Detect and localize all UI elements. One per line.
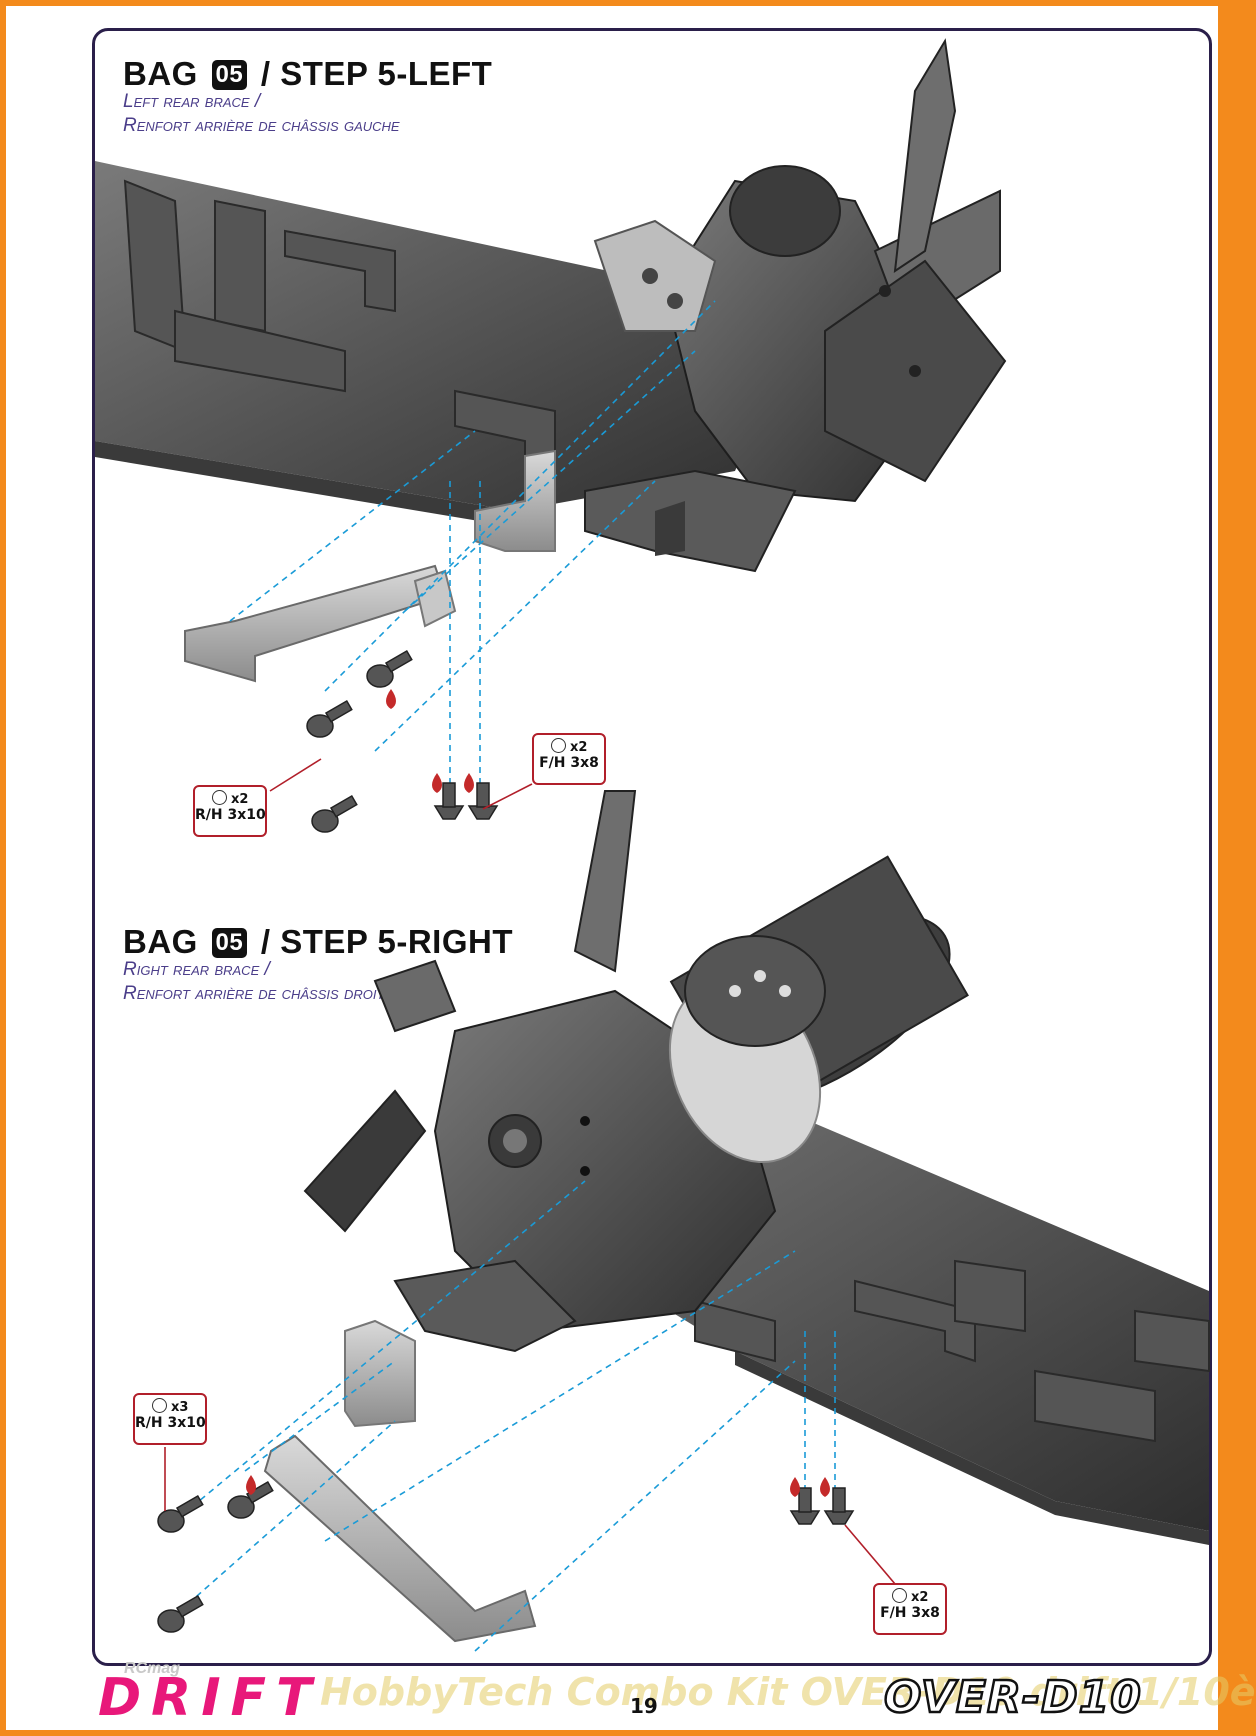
hardware-badge-fh-right: x2 F/H 3x8 (873, 1583, 947, 1635)
hardware-badge-rh-right: x3 R/H 3x10 (133, 1393, 207, 1445)
badge-spec: R/H 3x10 (195, 807, 266, 823)
rear-brace-left (184, 449, 556, 683)
step-right-subtitle-en: Right rear brace / (123, 959, 270, 980)
chassis-plate-left (95, 161, 795, 527)
guide-lines-right (174, 1180, 836, 1652)
threadlock-drops-left (386, 689, 474, 793)
content-frame: BAG 05 / STEP 5-LEFT Left rear brace / R… (92, 28, 1212, 1666)
bag-number-badge: 05 (211, 928, 248, 958)
site-watermark: HobbyTech Combo Kit OVER-D10 drift 1/10è (320, 1670, 1256, 1714)
badge-leaders-left (269, 758, 533, 810)
step-left-subtitle-en: Left rear brace / (123, 91, 261, 112)
hardware-badge-fh-left: x2 F/H 3x8 (532, 733, 606, 785)
step-left-title: BAG 05 / STEP 5-LEFT (123, 55, 492, 93)
chassis-posts-right (694, 1259, 1210, 1443)
bag-label: BAG (123, 55, 198, 92)
bag-label: BAG (123, 923, 198, 960)
screws-left (306, 649, 499, 833)
badge-spec: R/H 3x10 (135, 1415, 206, 1431)
hardware-badge-rh-left: x2 R/H 3x10 (193, 785, 267, 837)
gearbox-left (584, 38, 1007, 573)
badge-leaders-right (164, 1447, 902, 1592)
bag-number-badge: 05 (211, 60, 248, 90)
rear-brace-right (263, 1319, 537, 1643)
page-number: 19 (630, 1694, 658, 1718)
badge-qty: x3 (171, 1400, 189, 1415)
guide-lines-left (229, 300, 716, 791)
over-d10-logo: OVER-D10 (883, 1671, 1142, 1725)
assembly-illustration (95, 38, 1210, 1652)
step-left-subtitle-fr: Renfort arrière de châssis gauche (123, 115, 400, 136)
drift-brand-logo: DRIFT (98, 1668, 322, 1728)
badge-qty: x2 (570, 740, 588, 755)
manual-page: BAG 05 / STEP 5-LEFT Left rear brace / R… (6, 6, 1218, 1730)
chassis-posts-left (123, 179, 556, 472)
step-label: / STEP 5-RIGHT (260, 923, 513, 960)
threadlock-drops-right (246, 1475, 830, 1497)
rcmag-watermark-logo: RCmag (124, 1660, 181, 1677)
badge-qty: x2 (231, 792, 249, 807)
badge-spec: F/H 3x8 (880, 1605, 940, 1621)
badge-qty: x2 (911, 1590, 929, 1605)
badge-spec: F/H 3x8 (539, 755, 599, 771)
step-right-title: BAG 05 / STEP 5-RIGHT (123, 923, 513, 961)
step-right-subtitle-fr: Renfort arrière de châssis droit (123, 983, 385, 1004)
screws-right (157, 1480, 855, 1633)
step-label: / STEP 5-LEFT (260, 55, 493, 92)
gearbox-right (303, 790, 969, 1353)
